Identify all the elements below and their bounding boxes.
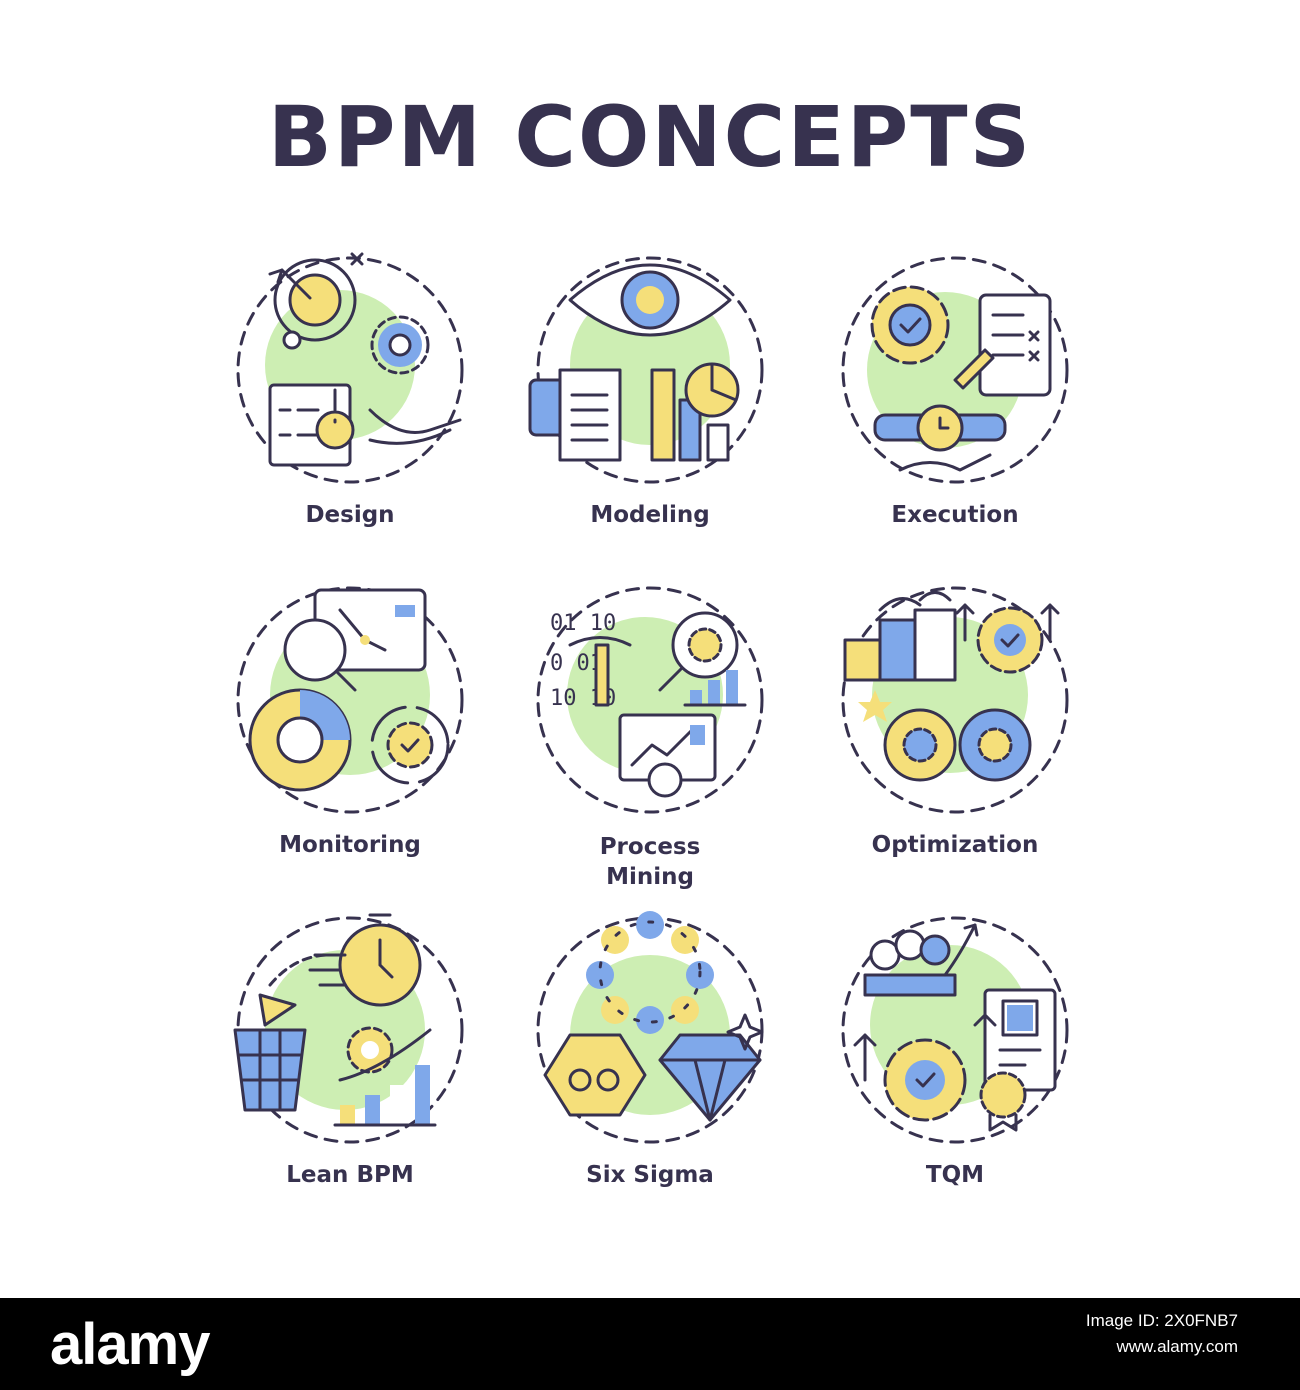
concept-label-lean-bpm: Lean BPM [286, 1162, 414, 1188]
svg-text:alamy: alamy [50, 1316, 210, 1376]
execution-icon [841, 256, 1069, 484]
concept-process-mining: 01 10 0 01 10 10 Process Mining [500, 570, 800, 890]
concept-six-sigma: Six Sigma [500, 900, 800, 1220]
concept-optimization: Optimization [805, 570, 1105, 890]
concept-label-six-sigma: Six Sigma [586, 1162, 714, 1188]
site-url[interactable]: www.alamy.com [1116, 1337, 1238, 1356]
alamy-logo: alamy [50, 1316, 211, 1376]
concept-tqm: TQM [805, 900, 1105, 1220]
concept-monitoring: Monitoring [200, 570, 500, 890]
six-sigma-icon [536, 911, 764, 1144]
concept-label-tqm: TQM [925, 1162, 985, 1188]
optimization-icon [841, 586, 1069, 814]
concept-label-monitoring: Monitoring [279, 832, 421, 858]
modeling-icon [528, 256, 764, 484]
svg-text:01 10: 01 10 [550, 611, 616, 636]
monitoring-icon [236, 586, 464, 814]
concept-execution: Execution [805, 240, 1105, 560]
stock-info: Image ID: 2X0FNB7 www.alamy.com [1086, 1308, 1238, 1360]
concept-label-execution: Execution [891, 502, 1019, 528]
process-mining-icon: 01 10 0 01 10 10 [536, 586, 764, 814]
lean-bpm-icon [233, 913, 464, 1144]
concept-design: Design [200, 240, 500, 560]
concept-label-design: Design [305, 502, 395, 528]
concept-label-process-mining: Process Mining [599, 834, 701, 890]
page-title: BPM CONCEPTS [267, 88, 1033, 186]
tqm-icon [841, 916, 1069, 1144]
design-icon [236, 252, 464, 484]
svg-text:0 01: 0 01 [550, 651, 603, 676]
concept-modeling: Modeling [500, 240, 800, 560]
image-id: Image ID: 2X0FNB7 [1085, 1311, 1238, 1330]
footer-bar: alamy Image ID: 2X0FNB7 www.alamy.com [0, 1298, 1300, 1390]
concept-lean-bpm: Lean BPM [200, 900, 500, 1220]
concept-label-modeling: Modeling [590, 502, 710, 528]
concept-label-optimization: Optimization [871, 832, 1039, 858]
